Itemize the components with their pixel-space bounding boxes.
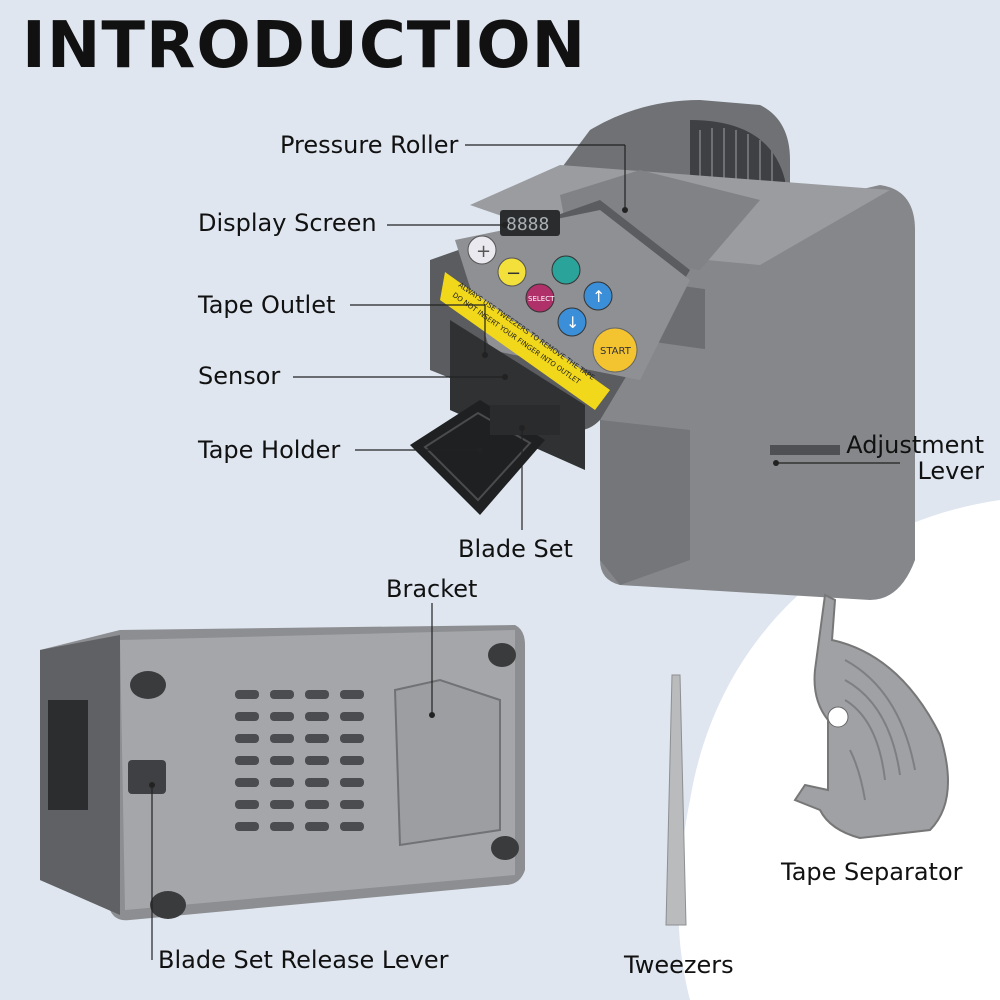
bracket [393, 678, 501, 847]
tape-separator [793, 593, 949, 840]
down-button[interactable] [557, 307, 587, 337]
tweezers [665, 674, 687, 926]
label-adjustment-lever-line-1: Adjustment [846, 431, 984, 459]
warning-sticker [440, 272, 610, 410]
svg-text:+: + [476, 241, 491, 262]
label-blade-set: Blade Set [458, 535, 573, 563]
label-tape-outlet: Tape Outlet [198, 291, 336, 319]
start-button[interactable] [592, 327, 638, 373]
leader-lines [151, 144, 900, 960]
minus-button[interactable] [497, 257, 527, 287]
up-button[interactable] [583, 281, 613, 311]
machine-bottom-view [40, 625, 525, 921]
label-tweezers: Tweezers [624, 951, 734, 979]
label-bracket: Bracket [386, 575, 478, 603]
label-blade-set-release-lever: Blade Set Release Lever [158, 946, 449, 974]
svg-text:↑: ↑ [592, 287, 605, 306]
label-display-screen: Display Screen [198, 209, 377, 237]
page-title: INTRODUCTION [22, 9, 587, 83]
mode-button[interactable] [551, 255, 581, 285]
blade-set [490, 405, 560, 435]
svg-text:↓: ↓ [566, 313, 579, 332]
label-pressure-roller: Pressure Roller [280, 131, 459, 159]
blade-set-release-lever [128, 760, 166, 794]
svg-text:−: − [506, 263, 521, 284]
label-adjustment-lever-line-2: Lever [917, 457, 984, 485]
label-tape-separator: Tape Separator [781, 858, 963, 886]
select-button[interactable] [525, 283, 555, 313]
label-sensor: Sensor [198, 362, 281, 390]
display-digits: 8888 [506, 214, 549, 235]
label-tape-holder: Tape Holder [198, 436, 341, 464]
tape-dispenser-machine: 8888 + − SELECT ↑ ↓ START ALWAYS USE TWE… [410, 100, 915, 600]
label-adjustment-lever: Adjustment Lever [846, 433, 984, 483]
adjustment-lever [770, 445, 840, 455]
display-screen [500, 210, 560, 236]
plus-button[interactable] [467, 235, 497, 265]
svg-text:SELECT: SELECT [528, 295, 555, 303]
svg-text:START: START [600, 346, 632, 357]
